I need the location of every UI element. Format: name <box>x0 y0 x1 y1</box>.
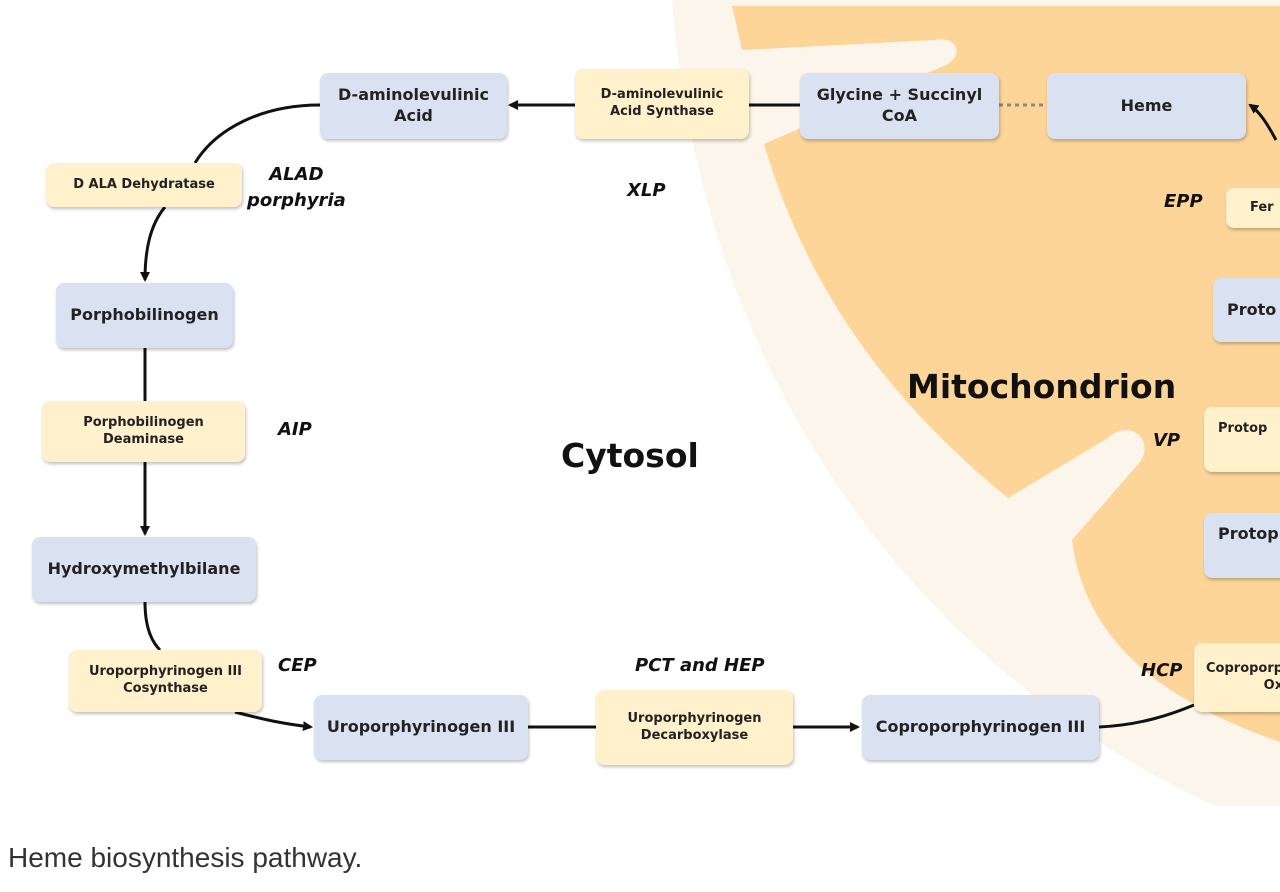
node-aminolevulinic-acid: D-aminolevulinic Acid <box>320 73 507 139</box>
arrow-to-heme <box>1248 103 1278 141</box>
figure-caption: Heme biosynthesis pathway. <box>8 842 363 873</box>
disease-pct-hep: PCT and HEP <box>635 655 765 676</box>
node-glycine-succinyl-coa: Glycine + Succinyl CoA <box>800 73 999 139</box>
node-porphobilinogen: Porphobilinogen <box>56 283 233 348</box>
node-coproporphyrinogen-oxidase-truncated: Coproporp Ox <box>1194 643 1280 712</box>
node-hydroxymethylbilane: Hydroxymethylbilane <box>32 537 256 602</box>
disease-hcp: HCP <box>1141 660 1183 681</box>
arrow-alad-to-pbg <box>140 206 167 282</box>
line-hmb-to-uros <box>143 601 162 652</box>
node-ala-synthase: D-aminolevulinic Acid Synthase <box>575 69 749 139</box>
arrow-ala-to-alad <box>193 103 321 164</box>
line-copro3-to-cpox <box>1098 703 1195 729</box>
node-protoporphyrinogen-oxidase-truncated: Protop <box>1204 407 1280 472</box>
node-uroporphyrinogen-iii: Uroporphyrinogen III <box>314 695 528 760</box>
node-coproporphyrinogen-iii: Coproporphyrinogen III <box>862 695 1099 760</box>
node-protoporphyrinogen-truncated: Protop <box>1204 513 1280 578</box>
node-uro-cosynthase: Uroporphyrinogen III Cosynthase <box>69 650 262 712</box>
node-ala-dehydratase: D ALA Dehydratase <box>46 163 242 207</box>
node-pbg-deaminase: Porphobilinogen Deaminase <box>42 401 245 462</box>
node-heme: Heme <box>1047 73 1246 139</box>
disease-vp: VP <box>1153 430 1181 451</box>
disease-alad-porphyria: ALAD porphyria <box>247 164 346 212</box>
mitochondrion-label: Mitochondrion <box>907 367 1177 406</box>
mitochondrion-matrix <box>732 6 1280 742</box>
node-ferrochelatase-truncated: Fer <box>1226 188 1280 228</box>
node-protoporphyrin-truncated: Proto <box>1213 278 1280 342</box>
cytosol-label: Cytosol <box>561 436 699 475</box>
arrow-uros-to-uro3 <box>234 710 313 732</box>
disease-xlp: XLP <box>627 180 666 201</box>
disease-aip: AIP <box>278 419 312 440</box>
disease-epp: EPP <box>1164 191 1203 212</box>
disease-cep: CEP <box>278 655 317 676</box>
node-uro-decarboxylase: Uroporphyrinogen Decarboxylase <box>596 690 793 765</box>
